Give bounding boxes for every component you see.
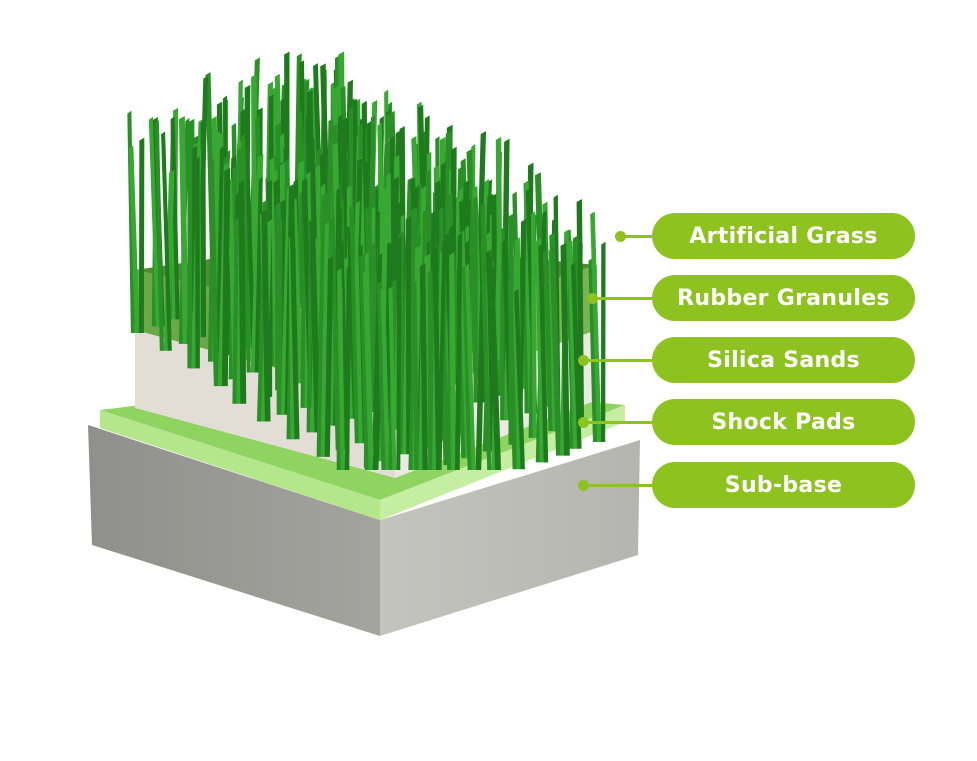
grass-blade xyxy=(411,281,420,470)
grass-blade xyxy=(354,253,364,444)
grass-blade xyxy=(530,211,537,438)
grass-blade xyxy=(244,136,256,348)
grass-blade xyxy=(488,266,502,470)
sub-base-leader-line xyxy=(583,484,652,487)
grass-blades xyxy=(127,51,606,470)
grass-blade xyxy=(388,286,397,470)
sub-base-label: Sub-base xyxy=(652,462,915,508)
grass-blade xyxy=(221,167,231,387)
sub-base-marker-dot xyxy=(578,480,589,491)
grass-blade xyxy=(590,211,602,442)
grass-blade xyxy=(324,255,334,457)
grass-blade xyxy=(344,264,352,470)
grass-blade xyxy=(570,262,582,449)
grass-blade xyxy=(195,156,200,369)
artificial-grass-marker-dot xyxy=(615,231,626,242)
grass-blade xyxy=(178,115,189,344)
grass-blade xyxy=(465,263,476,470)
grass-blade xyxy=(161,131,172,351)
grass-blade xyxy=(200,120,207,338)
grass-blade xyxy=(538,243,549,463)
grass-blade xyxy=(238,180,247,404)
grass-blade xyxy=(208,158,220,387)
grass-blade xyxy=(432,247,441,470)
grass-blade xyxy=(337,267,346,470)
grass-blade xyxy=(128,145,140,333)
rubber-granules-label: Rubber Granules xyxy=(652,275,915,321)
silica-sands-leader-line xyxy=(583,359,652,362)
grass-blade xyxy=(454,232,463,470)
grass-blade xyxy=(276,219,283,415)
grass-blade xyxy=(507,277,518,470)
grass-blade xyxy=(187,131,193,369)
grass-blade xyxy=(560,242,570,456)
shock-pads-marker-dot xyxy=(578,417,589,428)
grass-blade xyxy=(480,241,492,470)
grass-blade xyxy=(462,264,473,470)
grass-blade xyxy=(449,252,457,470)
shock-pads-label: Shock Pads xyxy=(652,399,915,445)
grass-blade xyxy=(427,269,433,470)
sub-base-block xyxy=(88,425,640,636)
grass-blade xyxy=(405,216,412,455)
grass-blade xyxy=(600,241,606,442)
silica-sands-label: Silica Sands xyxy=(652,337,915,383)
rubber-granules-leader-line xyxy=(592,297,652,300)
grass-blade xyxy=(215,145,225,362)
grass-blade xyxy=(261,209,271,422)
grass-blade xyxy=(138,137,145,333)
shock-pads-leader-line xyxy=(583,421,652,424)
grass-blade xyxy=(549,232,562,456)
grass-blade xyxy=(154,120,165,351)
grass-blade xyxy=(309,218,321,433)
artificial-grass-leader-line xyxy=(620,235,652,238)
silica-sands-marker-dot xyxy=(578,355,589,366)
grass-blade xyxy=(148,116,160,327)
grass-blade xyxy=(289,209,300,440)
grass-blade xyxy=(380,286,390,470)
grass-blade xyxy=(170,116,180,320)
artificial-grass-label: Artificial Grass xyxy=(652,213,915,259)
grass-blade xyxy=(362,269,375,470)
grass-blade xyxy=(349,204,360,444)
grass-blade xyxy=(396,235,402,470)
grass-blade xyxy=(320,221,330,457)
grass-blade xyxy=(473,195,478,403)
grass-blade xyxy=(419,263,428,470)
grass-blade xyxy=(514,288,525,470)
rubber-granules-marker-dot xyxy=(587,293,598,304)
